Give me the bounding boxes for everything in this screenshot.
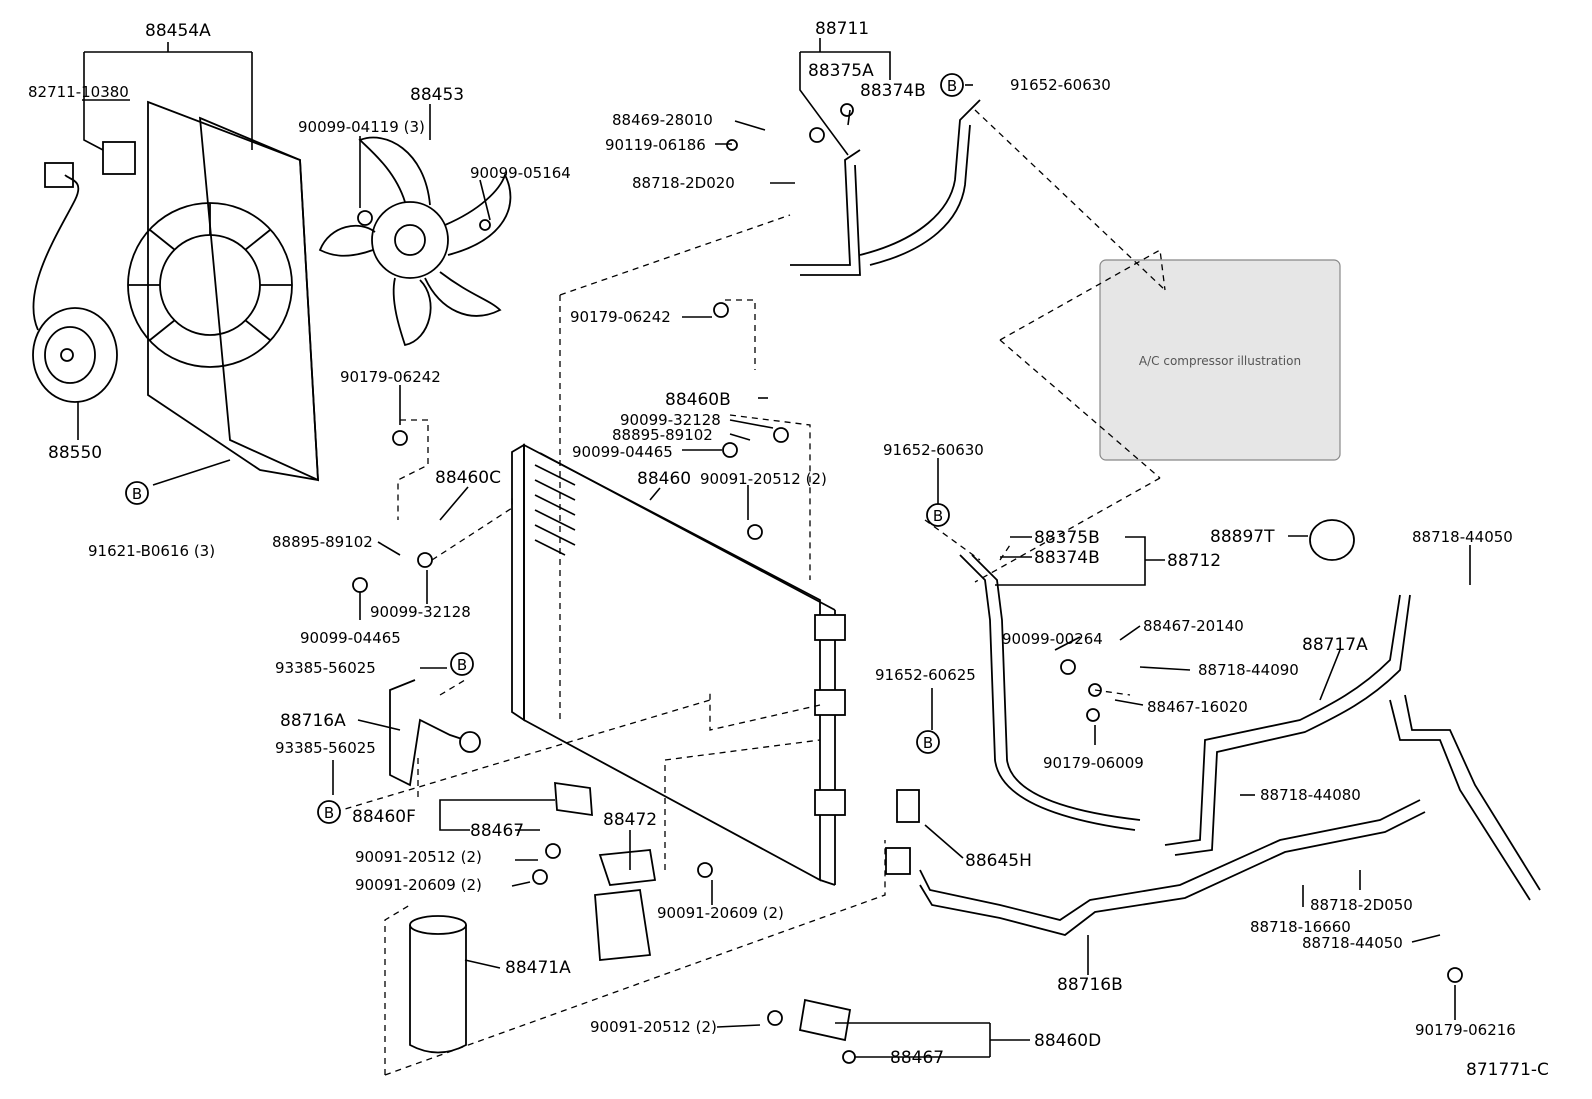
callout-88375B: 88375B bbox=[1034, 528, 1100, 548]
callout-88471A: 88471A bbox=[505, 958, 571, 978]
callout-90099-04465-b: 90099-04465 bbox=[300, 629, 401, 647]
marker-b-4: B bbox=[450, 652, 474, 676]
pipe-88716B bbox=[919, 799, 1426, 936]
callout-91621-B0616: 91621-B0616 (3) bbox=[88, 542, 215, 560]
callout-labels: 88454A 82711-10380 88453 90099-04119 (3)… bbox=[28, 19, 1549, 1080]
callout-88550: 88550 bbox=[48, 443, 102, 463]
figure-code: 871771-C bbox=[1466, 1060, 1549, 1080]
marker-b-1-text: B bbox=[132, 485, 142, 503]
callout-88454A: 88454A bbox=[145, 21, 211, 41]
callout-88718-44090: 88718-44090 bbox=[1198, 661, 1299, 679]
compressor-placeholder-label: A/C compressor illustration bbox=[1139, 354, 1301, 368]
callout-90091-20609-a: 90091-20609 (2) bbox=[355, 876, 482, 894]
compressor-placeholder: A/C compressor illustration bbox=[1099, 259, 1341, 461]
marker-b-5-text: B bbox=[324, 804, 334, 822]
fan-shroud-group bbox=[102, 100, 319, 482]
marker-b-2: B bbox=[940, 73, 964, 97]
callout-91652-60630-top: 91652-60630 bbox=[1010, 76, 1111, 94]
bracket-88472 bbox=[594, 849, 657, 961]
bracket-88460D bbox=[798, 998, 852, 1042]
hose-88711 bbox=[790, 99, 981, 276]
callout-88897T: 88897T bbox=[1210, 527, 1275, 547]
callout-90179-06216: 90179-06216 bbox=[1415, 1021, 1516, 1039]
callout-90099-04465-a: 90099-04465 bbox=[572, 443, 673, 461]
callout-88460F: 88460F bbox=[352, 807, 416, 827]
callout-88469-28010: 88469-28010 bbox=[612, 111, 713, 129]
callout-88711: 88711 bbox=[815, 19, 869, 39]
leader-lines bbox=[77, 38, 1471, 1058]
callout-88374B-b: 88374B bbox=[1034, 548, 1100, 568]
callout-88895-89102-a: 88895-89102 bbox=[612, 426, 713, 444]
fan-motor bbox=[32, 162, 118, 403]
callout-88467-20140: 88467-20140 bbox=[1143, 617, 1244, 635]
callout-88717A: 88717A bbox=[1302, 635, 1368, 655]
fan-blade bbox=[318, 136, 512, 347]
callout-90099-32128-b: 90099-32128 bbox=[370, 603, 471, 621]
callout-88718-44050-b: 88718-44050 bbox=[1302, 934, 1403, 952]
callout-90099-04119: 90099-04119 (3) bbox=[298, 118, 425, 136]
callout-88460B: 88460B bbox=[665, 390, 731, 410]
callout-88712: 88712 bbox=[1167, 551, 1221, 571]
callout-91652-60630-mid: 91652-60630 bbox=[883, 441, 984, 459]
condenser-fins bbox=[534, 464, 576, 556]
callout-90179-06242-a: 90179-06242 bbox=[570, 308, 671, 326]
callout-88472: 88472 bbox=[603, 810, 657, 830]
callout-88718-16660: 88718-16660 bbox=[1250, 918, 1351, 936]
callout-90091-20512-b: 90091-20512 (2) bbox=[355, 848, 482, 866]
callout-88467-16020: 88467-16020 bbox=[1147, 698, 1248, 716]
callout-88467-a: 88467 bbox=[470, 821, 524, 841]
callout-88645H: 88645H bbox=[965, 851, 1032, 871]
marker-b-6: B bbox=[916, 730, 940, 754]
dashed-leaders bbox=[334, 109, 1166, 1076]
callout-90091-20512-a: 90091-20512 (2) bbox=[700, 470, 827, 488]
callout-90119-06186: 90119-06186 bbox=[605, 136, 706, 154]
marker-b-2-text: B bbox=[947, 77, 957, 95]
callout-88467-b: 88467 bbox=[890, 1048, 944, 1068]
callout-88716B: 88716B bbox=[1057, 975, 1123, 995]
callout-88460D: 88460D bbox=[1034, 1031, 1101, 1051]
callout-90179-06009: 90179-06009 bbox=[1043, 754, 1144, 772]
callout-93385-56025-a: 93385-56025 bbox=[275, 659, 376, 677]
callout-82711-10380: 82711-10380 bbox=[28, 83, 129, 101]
cushion-88897T bbox=[1309, 519, 1355, 561]
callout-93385-56025-b: 93385-56025 bbox=[275, 739, 376, 757]
marker-b-4-text: B bbox=[457, 656, 467, 674]
callout-88453: 88453 bbox=[410, 85, 464, 105]
callout-88718-2D020: 88718-2D020 bbox=[632, 174, 735, 192]
callout-88718-44050-a: 88718-44050 bbox=[1412, 528, 1513, 546]
marker-b-6-text: B bbox=[923, 734, 933, 752]
pressure-switch bbox=[885, 789, 920, 875]
bracket-88460F bbox=[554, 781, 593, 817]
callout-88895-89102-b: 88895-89102 bbox=[272, 533, 373, 551]
callout-91652-60625: 91652-60625 bbox=[875, 666, 976, 684]
callout-90099-00264: 90099-00264 bbox=[1002, 630, 1103, 648]
pipe-88716A bbox=[389, 679, 481, 787]
callout-88460: 88460 bbox=[637, 469, 691, 489]
marker-b-1: B bbox=[125, 481, 149, 505]
callout-88460C: 88460C bbox=[435, 468, 501, 488]
marker-b-3-text: B bbox=[933, 507, 943, 525]
callout-88718-44080: 88718-44080 bbox=[1260, 786, 1361, 804]
callout-90099-05164: 90099-05164 bbox=[470, 164, 571, 182]
hose-88712 bbox=[959, 554, 1141, 831]
condenser bbox=[511, 443, 846, 886]
callout-88718-2D050: 88718-2D050 bbox=[1310, 896, 1413, 914]
callout-88716A: 88716A bbox=[280, 711, 346, 731]
callout-90099-32128-a: 90099-32128 bbox=[620, 411, 721, 429]
callout-90179-06242-b: 90179-06242 bbox=[340, 368, 441, 386]
callout-88374B: 88374B bbox=[860, 81, 926, 101]
callout-90091-20609-b: 90091-20609 (2) bbox=[657, 904, 784, 922]
marker-b-3: B bbox=[926, 503, 950, 527]
marker-b-5: B bbox=[317, 800, 341, 824]
callout-88375A: 88375A bbox=[808, 61, 874, 81]
fasteners bbox=[352, 103, 1463, 1064]
receiver-drier bbox=[409, 915, 467, 1054]
pipe-88717A bbox=[1164, 594, 1541, 901]
callout-90091-20512-c: 90091-20512 (2) bbox=[590, 1018, 717, 1036]
